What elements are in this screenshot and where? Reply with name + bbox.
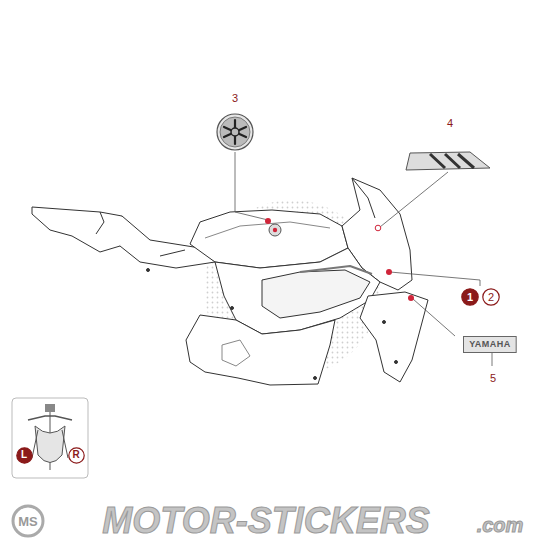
watermark-text: .com (477, 515, 524, 535)
watermark-text: MOTOR-STICKERS (102, 503, 429, 539)
callout-dots (265, 218, 414, 301)
node-text: L (21, 450, 27, 460)
callout-number: 2 (482, 288, 500, 306)
callout-number: 3 (232, 93, 238, 104)
side-marker: L (16, 447, 33, 464)
node-text: 1 (467, 292, 473, 303)
tank-emblem (269, 224, 281, 236)
fairing-details (147, 250, 398, 380)
callout-number: 4 (447, 118, 453, 129)
node-text: YAMAHA (469, 340, 511, 349)
fairing-outline (32, 178, 428, 385)
node-text: 2 (488, 292, 494, 303)
logo-mark: MS (15, 508, 41, 534)
node-text: R (72, 450, 79, 460)
callout-number: 1 (461, 288, 479, 306)
side-inset (12, 398, 88, 478)
node-text: MS (18, 515, 38, 528)
tuning-fork-emblem (217, 114, 253, 150)
callout-number: 5 (490, 373, 496, 384)
leader-lines (235, 152, 492, 366)
side-marker: R (68, 447, 85, 464)
side-sticker-4 (406, 152, 490, 170)
yamaha-sticker: YAMAHA (463, 336, 517, 353)
logo-ring (13, 506, 43, 536)
